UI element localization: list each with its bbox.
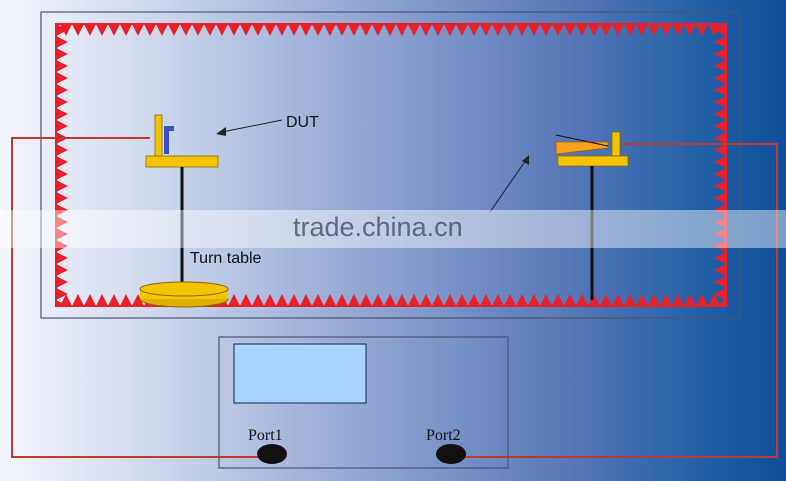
dut-antenna-icon bbox=[164, 126, 169, 154]
port2-label: Port2 bbox=[426, 427, 461, 444]
network-analyzer bbox=[218, 336, 509, 469]
horn-arrow-head bbox=[522, 155, 529, 165]
turn-table-top bbox=[139, 281, 229, 297]
watermark-text: trade.china.cn bbox=[293, 212, 463, 242]
dut-arrow-head bbox=[216, 127, 226, 136]
horn-antenna-edge bbox=[555, 134, 609, 147]
dut-arrow bbox=[221, 119, 283, 133]
absorber-left bbox=[56, 24, 70, 306]
analyzer-screen bbox=[233, 343, 367, 404]
horn-platform bbox=[557, 155, 629, 167]
port2-connector bbox=[436, 444, 466, 464]
dut-mount-post bbox=[154, 114, 163, 159]
port1-label: Port1 bbox=[248, 427, 283, 444]
dut-label: DUT bbox=[286, 114, 319, 131]
cable-port1 bbox=[11, 137, 262, 458]
turn-table-label: Turn table bbox=[190, 250, 262, 267]
watermark-band bbox=[0, 210, 786, 248]
horn-antenna-icon bbox=[555, 141, 609, 155]
chamber-outer-frame bbox=[40, 11, 741, 319]
horn-mount-post bbox=[611, 131, 621, 157]
port1-connector bbox=[257, 444, 287, 464]
absorber-top bbox=[56, 24, 726, 36]
horn-arrow bbox=[489, 159, 527, 213]
absorber-right bbox=[712, 24, 726, 306]
dut-platform bbox=[145, 155, 219, 168]
dut-antenna-tip bbox=[164, 126, 174, 131]
cable-port2 bbox=[462, 143, 778, 458]
